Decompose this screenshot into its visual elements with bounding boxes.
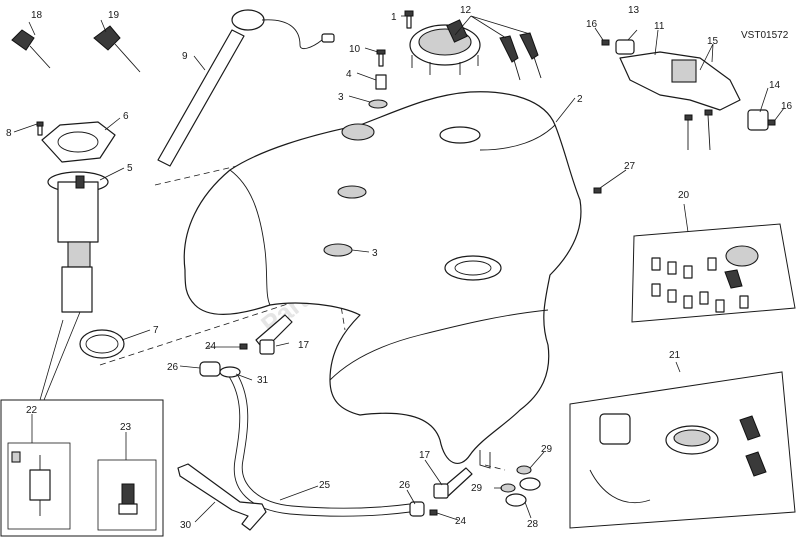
callout-17-upper: 17 (298, 340, 310, 351)
callout-20: 20 (678, 190, 690, 201)
screw-24-lower (429, 509, 438, 516)
flange-ring (337, 123, 375, 199)
retaining-ring-6 (41, 121, 116, 163)
fuel-tank (183, 91, 582, 469)
callout-3-lower: 3 (372, 248, 378, 259)
callout-21: 21 (669, 350, 681, 361)
callout-5: 5 (127, 163, 133, 174)
callout-3-upper: 3 (338, 92, 344, 103)
callout-8: 8 (6, 128, 12, 139)
callout-12: 12 (460, 5, 472, 16)
callout-26-lower: 26 (399, 480, 411, 491)
spacer-4 (375, 74, 387, 90)
key-18 (11, 29, 51, 69)
mounting-bracket-11 (619, 51, 741, 111)
callout-29-left: 29 (471, 483, 483, 494)
callout-14: 14 (769, 80, 781, 91)
callout-11: 11 (654, 21, 665, 32)
lock-cylinders (651, 245, 759, 313)
callout-24-lower: 24 (455, 516, 467, 527)
fitting-31 (219, 366, 241, 378)
callout-18: 18 (31, 10, 43, 21)
screw-16-left (601, 39, 610, 46)
gasket-3-upper (368, 99, 388, 109)
callout-9: 9 (182, 51, 188, 62)
callout-22: 22 (26, 405, 38, 416)
fuel-valve-23 (97, 459, 157, 531)
ignition-keys-12 (499, 32, 542, 81)
callout-23: 23 (120, 422, 132, 433)
callout-1: 1 (391, 12, 397, 23)
gasket-3-lower (323, 243, 353, 257)
callout-26-upper: 26 (167, 362, 179, 373)
rubber-mount-29-right (516, 465, 532, 475)
screw-1 (404, 10, 414, 29)
callout-25: 25 (319, 480, 331, 491)
screw-27 (593, 187, 602, 194)
callout-4: 4 (346, 69, 352, 80)
callout-31: 31 (257, 375, 269, 386)
valve-17-upper (255, 314, 293, 355)
fuel-filter-22 (7, 442, 71, 530)
callout-29-right: 29 (541, 444, 553, 455)
rubber-mounts-28 (505, 477, 541, 507)
key-19 (93, 25, 141, 73)
screw-16-right (767, 119, 776, 126)
callout-28: 28 (527, 519, 539, 530)
clamp-26-upper (199, 361, 221, 377)
callout-16-right: 16 (781, 101, 793, 112)
callout-13: 13 (628, 5, 640, 16)
sensor-13 (615, 39, 635, 55)
rubber-mount-29-left (500, 483, 516, 493)
fuel-hose-25 (227, 371, 411, 517)
hose-bracket-30 (177, 463, 267, 531)
screw-24-upper (239, 343, 248, 350)
fuel-filler-cap (409, 19, 481, 75)
fuel-level-sensor (157, 9, 335, 167)
callout-10: 10 (349, 44, 361, 55)
callout-24-upper: 24 (205, 341, 217, 352)
callout-27: 27 (624, 161, 636, 172)
callout-16-left: 16 (586, 19, 598, 30)
callout-7: 7 (153, 325, 159, 336)
valve-17-lower (433, 467, 473, 499)
callout-19: 19 (108, 10, 120, 21)
clamp-26-lower (409, 501, 425, 517)
lock-set-20 (631, 223, 796, 323)
sensor-14 (747, 109, 769, 131)
fuel-pump (47, 171, 109, 313)
callout-6: 6 (123, 111, 129, 122)
screw-10 (376, 49, 386, 67)
callout-labels: 1 2 3 3 4 5 6 7 8 9 10 11 12 13 14 15 16… (6, 5, 793, 531)
callout-17-lower: 17 (419, 450, 431, 461)
screw-8 (36, 121, 44, 136)
callout-30: 30 (180, 520, 192, 531)
diagram-reference-code: VST01572 (741, 30, 789, 41)
screws-15 (684, 109, 713, 151)
lock-kit-21 (569, 371, 796, 529)
callout-15: 15 (707, 36, 719, 47)
pump-gasket-7 (79, 329, 125, 359)
leader-lines (13, 15, 785, 523)
callout-2: 2 (577, 94, 583, 105)
